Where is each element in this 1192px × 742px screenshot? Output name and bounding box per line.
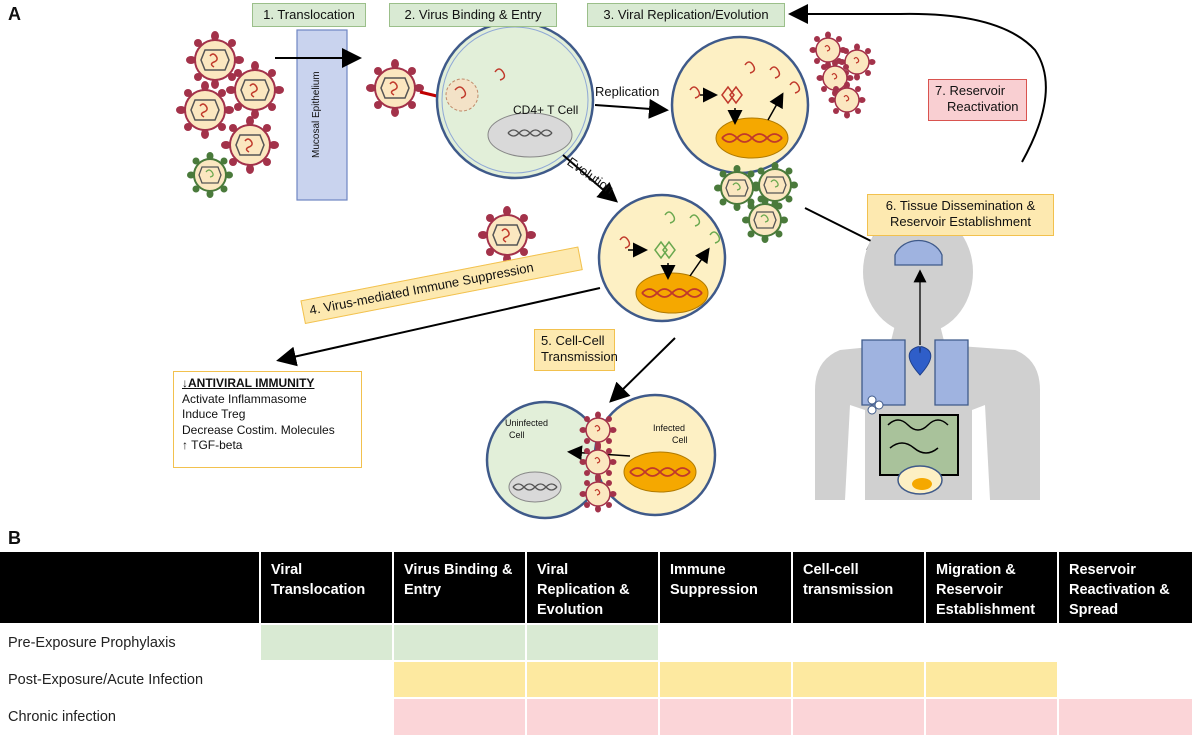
immunity-item: Decrease Costim. Molecules <box>182 422 335 437</box>
replication-cell <box>670 35 810 175</box>
table-cell <box>1057 623 1192 661</box>
evolution-cell <box>597 193 727 323</box>
table-header: Immune Suppression <box>658 552 792 624</box>
step-1-box: 1. Translocation <box>252 3 366 27</box>
immunity-item: Induce Treg <box>182 407 246 421</box>
table-cell <box>259 697 393 735</box>
infected-label-2: Cell <box>672 435 688 445</box>
table-header-corner <box>0 552 260 624</box>
step-3-box: 3. Viral Replication/Evolution <box>587 3 785 27</box>
antiviral-immunity-heading: ↓ANTIVIRAL IMMUNITY <box>182 376 315 390</box>
step-5-box: 5. Cell-Cell Transmission <box>534 329 618 371</box>
step-7-line-2: Reactivation <box>947 99 1019 114</box>
table-cell <box>259 660 393 698</box>
table-cell <box>791 660 925 698</box>
table-row-label: Pre-Exposure Prophylaxis <box>0 623 260 661</box>
table-header: Migration & Reservoir Establishment <box>924 552 1058 624</box>
table-cell <box>1057 697 1192 735</box>
panel-b-label: B <box>8 528 21 548</box>
step-2-box: 2. Virus Binding & Entry <box>389 3 557 27</box>
mucosal-epithelium-label: Mucosal Epithelium <box>311 71 322 158</box>
human-body <box>815 210 1040 500</box>
table-cell <box>791 697 925 735</box>
step-7-line-1: 7. Reservoir <box>935 83 1006 98</box>
table-cell <box>658 660 792 698</box>
virus-cluster <box>175 30 285 199</box>
table-cell <box>924 623 1058 661</box>
uninfected-label-1: Uninfected <box>505 418 549 428</box>
diagram-canvas <box>175 4 1047 520</box>
table-header: Reservoir Reactivation & Spread <box>1057 552 1192 624</box>
table-header-row: Viral Translocation Virus Binding & Entr… <box>0 552 1192 624</box>
table-cell <box>392 697 526 735</box>
step-6-line-2: Reservoir Establishment <box>890 214 1031 229</box>
cd4-label: CD4+ T Cell <box>513 103 579 117</box>
table-header: Virus Binding & Entry <box>392 552 526 624</box>
table-cell <box>791 623 925 661</box>
intervention-table: Viral Translocation Virus Binding & Entr… <box>0 552 1192 735</box>
panel-a-label: A <box>8 4 21 24</box>
table-row: Pre-Exposure Prophylaxis <box>0 623 1192 661</box>
table-cell <box>658 697 792 735</box>
table-cell <box>392 623 526 661</box>
table-cell <box>658 623 792 661</box>
immunity-item: Activate Inflammasome <box>182 391 307 406</box>
table-cell <box>525 697 659 735</box>
table-row-label: Post-Exposure/Acute Infection <box>0 660 260 698</box>
table-cell <box>392 660 526 698</box>
immunity-item: ↑ TGF-beta <box>182 438 243 452</box>
antiviral-immunity-box: ↓ANTIVIRAL IMMUNITY Activate Inflammasom… <box>173 371 362 468</box>
mucosal-epithelium <box>296 29 348 201</box>
cd4-t-cell <box>435 20 595 180</box>
table-cell <box>259 623 393 661</box>
table-cell <box>1057 660 1192 698</box>
step-6-line-1: 6. Tissue Dissemination & <box>885 198 1036 213</box>
replication-label: Replication <box>595 84 660 99</box>
table-row: Post-Exposure/Acute Infection <box>0 660 1192 698</box>
cell-cell-pair <box>485 393 717 520</box>
step-7-box: 7. Reservoir Reactivation <box>928 79 1027 121</box>
table-row-label: Chronic infection <box>0 697 260 735</box>
table-cell <box>525 623 659 661</box>
table-cell <box>924 660 1058 698</box>
uninfected-label-2: Cell <box>509 430 525 440</box>
table-row: Chronic infection <box>0 697 1192 735</box>
table-cell <box>525 660 659 698</box>
step-5-line-1: 5. Cell-Cell <box>541 333 605 348</box>
infected-label-1: Infected <box>653 423 686 433</box>
table-header: Viral Replication & Evolution <box>525 552 659 624</box>
table-header: Cell-cell transmission <box>791 552 925 624</box>
table-cell <box>924 697 1058 735</box>
step-5-line-2: Transmission <box>541 349 618 364</box>
step-6-box: 6. Tissue Dissemination & Reservoir Esta… <box>867 194 1054 236</box>
table-header: Viral Translocation <box>259 552 393 624</box>
